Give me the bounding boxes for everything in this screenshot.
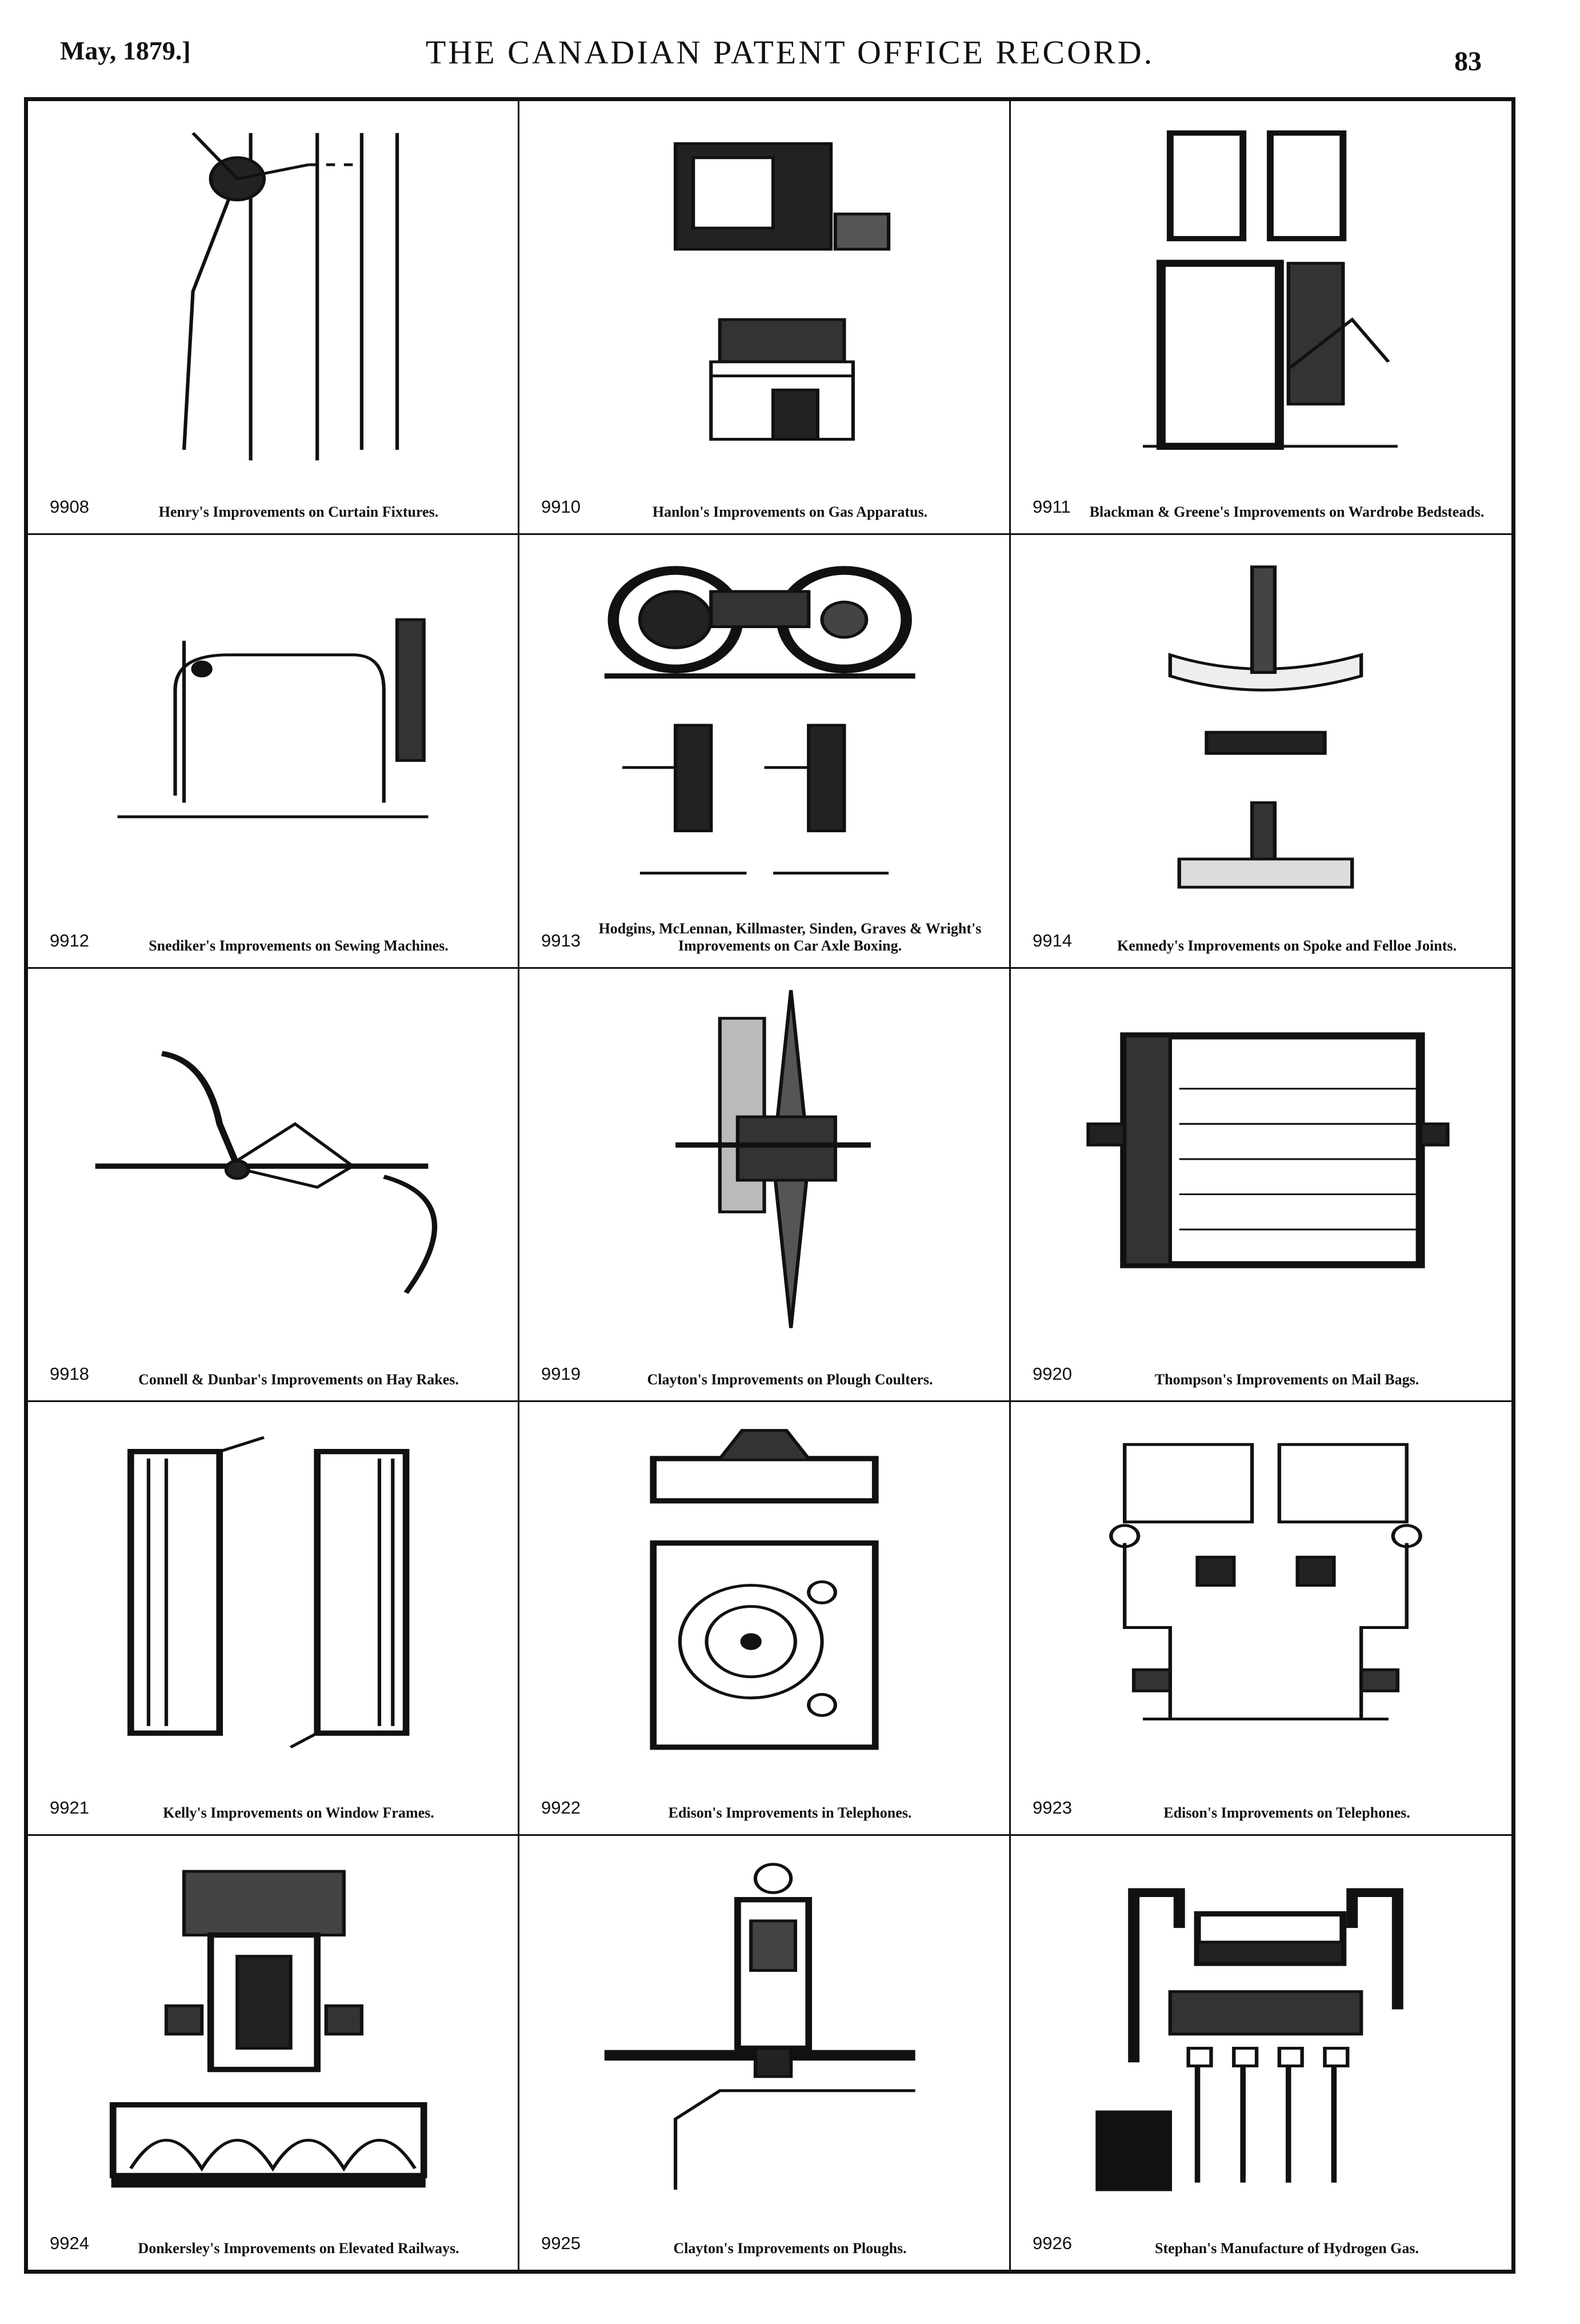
patent-cell-9914: 9914 Kennedy's Improvements on Spoke and… <box>1011 535 1511 969</box>
patent-number: 9908 <box>50 496 89 517</box>
patent-caption: Connell & Dunbar's Improvements on Hay R… <box>138 1371 459 1388</box>
plough-coulter-illustration <box>542 983 986 1335</box>
hay-rake-illustration <box>51 983 495 1335</box>
page-title: THE CANADIAN PATENT OFFICE RECORD. <box>425 34 1155 71</box>
patent-number: 9926 <box>1033 2233 1072 2253</box>
patent-caption: Kennedy's Improvements on Spoke and Fell… <box>1117 937 1457 954</box>
window-frame-illustration <box>51 1416 495 1768</box>
telephone-circuit-illustration-9923 <box>1034 1416 1489 1768</box>
patent-number: 9913 <box>541 930 581 951</box>
patent-cell-9922: 9922 Edison's Improvements in Telephones… <box>519 1402 1011 1836</box>
patent-caption: Clayton's Improvements on Ploughs. <box>673 2240 907 2257</box>
patent-caption: Clayton's Improvements on Plough Coulter… <box>647 1371 933 1388</box>
patent-caption: Thompson's Improvements on Mail Bags. <box>1154 1371 1419 1388</box>
patent-cell-9910: 9910 Hanlon's Improvements on Gas Appara… <box>519 101 1011 535</box>
patent-cell-9925: 9925 Clayton's Improvements on Ploughs. <box>519 1836 1011 2270</box>
patent-caption: Hanlon's Improvements on Gas Apparatus. <box>652 503 928 520</box>
patent-grid: 9908 Henry's Improvements on Curtain Fix… <box>28 101 1511 2270</box>
telephone-illustration-9922 <box>542 1416 986 1768</box>
patent-caption: Snediker's Improvements on Sewing Machin… <box>149 937 449 954</box>
patent-number: 9911 <box>1033 496 1071 517</box>
patent-number: 9912 <box>50 930 89 951</box>
elevated-railway-illustration <box>51 1850 495 2204</box>
patent-caption: Henry's Improvements on Curtain Fixtures… <box>158 503 439 520</box>
patent-caption: Hodgins, McLennan, Killmaster, Sinden, G… <box>598 920 982 954</box>
patent-caption: Kelly's Improvements on Window Frames. <box>163 1804 434 1822</box>
patent-cell-9911: 9911 Blackman & Greene's Improvements on… <box>1011 101 1511 535</box>
patent-cell-9926: 9926 Stephan's Manufacture of Hydrogen G… <box>1011 1836 1511 2270</box>
patent-caption: Donkersley's Improvements on Elevated Ra… <box>138 2240 459 2257</box>
patent-cell-9919: 9919 Clayton's Improvements on Plough Co… <box>519 968 1011 1403</box>
patent-cell-9920: 9920 Thompson's Improvements on Mail Bag… <box>1011 969 1511 1403</box>
car-axle-boxing-illustration <box>542 549 986 901</box>
patent-number: 9919 <box>541 1364 581 1384</box>
patent-number: 9925 <box>541 2233 581 2253</box>
patent-number: 9924 <box>50 2233 89 2253</box>
patent-cell-9913: 9913 Hodgins, McLennan, Killmaster, Sind… <box>519 534 1011 969</box>
patent-cell-9918: 9918 Connell & Dunbar's Improvements on … <box>28 968 519 1403</box>
patent-plate-frame: 9908 Henry's Improvements on Curtain Fix… <box>24 97 1515 2274</box>
patent-number: 9914 <box>1033 930 1072 951</box>
gas-apparatus-illustration <box>542 115 986 468</box>
wardrobe-bedstead-illustration <box>1034 115 1489 468</box>
sewing-machine-illustration <box>51 549 495 901</box>
patent-caption: Stephan's Manufacture of Hydrogen Gas. <box>1154 2240 1419 2257</box>
spoke-felloe-joint-illustration <box>1034 549 1489 901</box>
plough-illustration <box>542 1850 986 2204</box>
curtain-fixture-illustration <box>51 115 495 468</box>
patent-caption: Edison's Improvements on Telephones. <box>1163 1804 1410 1822</box>
page-header: May, 1879.] THE CANADIAN PATENT OFFICE R… <box>0 0 1580 86</box>
page-number: 83 <box>1454 46 1482 77</box>
hydrogen-gas-apparatus-illustration <box>1034 1850 1489 2204</box>
patent-caption: Edison's Improvements in Telephones. <box>668 1804 912 1822</box>
patent-cell-9924: 9924 Donkersley's Improvements on Elevat… <box>28 1836 519 2270</box>
patent-cell-9921: 9921 Kelly's Improvements on Window Fram… <box>28 1402 519 1836</box>
patent-caption: Blackman & Greene's Improvements on Ward… <box>1089 503 1485 520</box>
patent-number: 9918 <box>50 1364 89 1384</box>
patent-number: 9910 <box>541 496 581 517</box>
patent-number: 9922 <box>541 1798 581 1818</box>
patent-number: 9921 <box>50 1798 89 1818</box>
patent-number: 9923 <box>1033 1798 1072 1818</box>
patent-cell-9923: 9923 Edison's Improvements on Telephones… <box>1011 1402 1511 1836</box>
patent-number: 9920 <box>1033 1364 1072 1384</box>
header-date: May, 1879.] <box>60 36 191 65</box>
patent-cell-9908: 9908 Henry's Improvements on Curtain Fix… <box>28 101 519 535</box>
patent-cell-9912: 9912 Snediker's Improvements on Sewing M… <box>28 534 519 969</box>
mail-bag-illustration <box>1034 983 1489 1335</box>
